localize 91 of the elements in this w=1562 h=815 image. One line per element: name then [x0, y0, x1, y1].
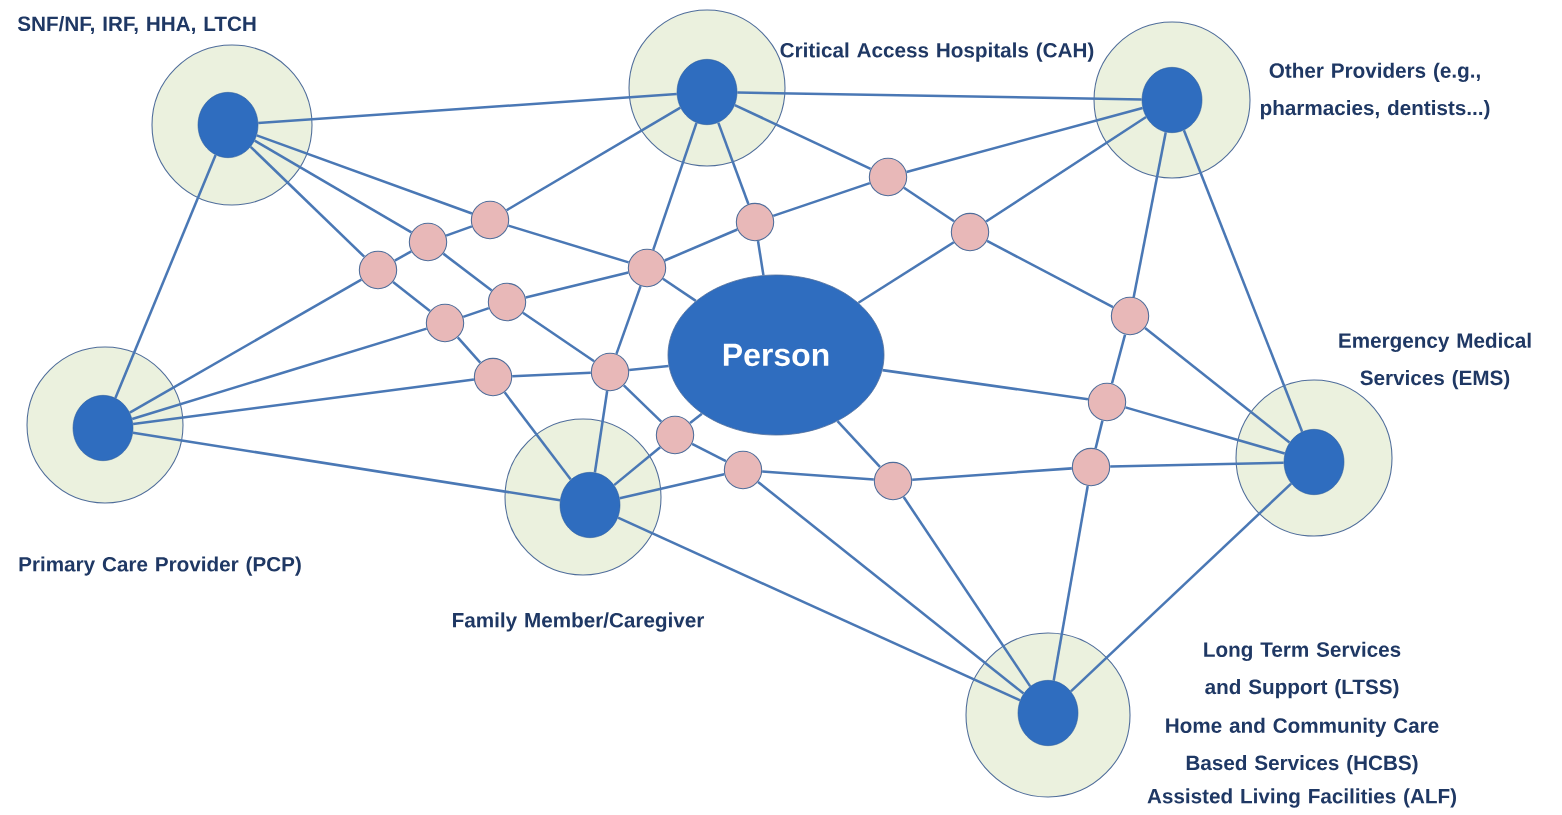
connector-line [522, 311, 595, 363]
connector-line [772, 181, 871, 218]
connector-line [256, 134, 473, 215]
dot [1141, 67, 1203, 133]
connector-line [985, 115, 1147, 223]
junction-circle [408, 222, 448, 262]
junction-circle [1071, 447, 1111, 487]
connector-line [619, 473, 725, 500]
junction-circle [487, 282, 527, 322]
connector-line [737, 91, 1142, 101]
connector-line [132, 431, 561, 502]
connector-line [615, 285, 642, 355]
connector-line [1125, 406, 1286, 455]
connector-line [254, 139, 413, 234]
junction-circle [868, 157, 908, 197]
connector-line [857, 241, 955, 304]
node-label: Other Providers (e.g., pharmacies, dentists...) [1260, 62, 1490, 120]
connector-line [1144, 326, 1291, 444]
junction-circle [950, 212, 990, 252]
connector-line [662, 277, 697, 302]
node-label: Long Term Services and Support (LTSS) [1204, 641, 1401, 699]
connector-line [1110, 461, 1284, 468]
connector-line [1132, 132, 1167, 298]
junction-circle [735, 202, 775, 242]
connector-line [394, 250, 412, 262]
connector-line [986, 239, 1114, 309]
dot [72, 395, 134, 461]
node-label: Critical Access Hospitals (CAH) [780, 42, 1094, 62]
connector-line [593, 390, 609, 473]
connector-line [1094, 420, 1104, 449]
connector-line [131, 327, 428, 421]
junction-circle [473, 357, 513, 397]
node-label: Emergency Medical Services (EMS) [1339, 332, 1531, 390]
junction-circle [590, 352, 630, 392]
connector-line [762, 470, 874, 481]
connector-line [503, 391, 572, 481]
connector-line [508, 224, 630, 264]
connector-line [392, 280, 431, 313]
connector-line [129, 278, 362, 414]
connector-line [664, 228, 738, 262]
connector-line [442, 252, 493, 292]
connector-line [1110, 334, 1127, 384]
node-label: Home and Community Care Based Services (HCBS) [1166, 717, 1439, 775]
connector-line [613, 446, 661, 487]
node-label: Family Member/Caregiver [453, 612, 705, 632]
connector-line [114, 154, 217, 399]
junction-circle [425, 303, 465, 343]
junction-circle [1087, 382, 1127, 422]
connector-line [717, 122, 750, 205]
connector-line [445, 225, 473, 237]
connector-line [456, 336, 482, 364]
dot [1283, 429, 1345, 495]
connector-line [882, 368, 1089, 401]
connector-line [836, 420, 881, 468]
connector-line [652, 122, 698, 251]
connector-line [617, 516, 1021, 702]
connector-line [258, 92, 677, 125]
connector-line [462, 306, 490, 319]
dot [676, 59, 738, 125]
node-label: Assisted Living Facilities (ALF) [1147, 788, 1456, 808]
dot [1017, 680, 1079, 746]
connector-line [906, 106, 1143, 174]
junction-circle [873, 461, 913, 501]
connector-line [734, 103, 872, 170]
connector-line [505, 106, 682, 212]
node-label: Primary Care Provider (PCP) [19, 556, 301, 576]
connector-line [525, 271, 629, 299]
connector-line [1070, 482, 1292, 693]
junction-circle [627, 248, 667, 288]
junction-circle [655, 415, 695, 455]
junction-circle [723, 450, 763, 490]
connector-line [691, 442, 727, 463]
connector-line [622, 384, 663, 423]
junction-circle [1110, 296, 1150, 336]
dot [559, 472, 621, 538]
connector-line [629, 364, 669, 372]
connector-line [1052, 485, 1089, 681]
connector-line [903, 186, 955, 223]
node-label: SNF/NF, IRF, HHA, LTCH [17, 15, 256, 35]
connector-line [902, 496, 1032, 688]
connector-line [1182, 129, 1304, 433]
connector-line [249, 145, 366, 258]
connector-line [912, 467, 1072, 481]
connector-line [132, 378, 475, 426]
connector-line [756, 240, 765, 276]
connector-line [689, 412, 703, 425]
connector-line [512, 371, 591, 378]
connector-line [757, 481, 1025, 695]
junction-circle [358, 250, 398, 290]
dot [197, 92, 259, 158]
junction-circle [470, 200, 510, 240]
